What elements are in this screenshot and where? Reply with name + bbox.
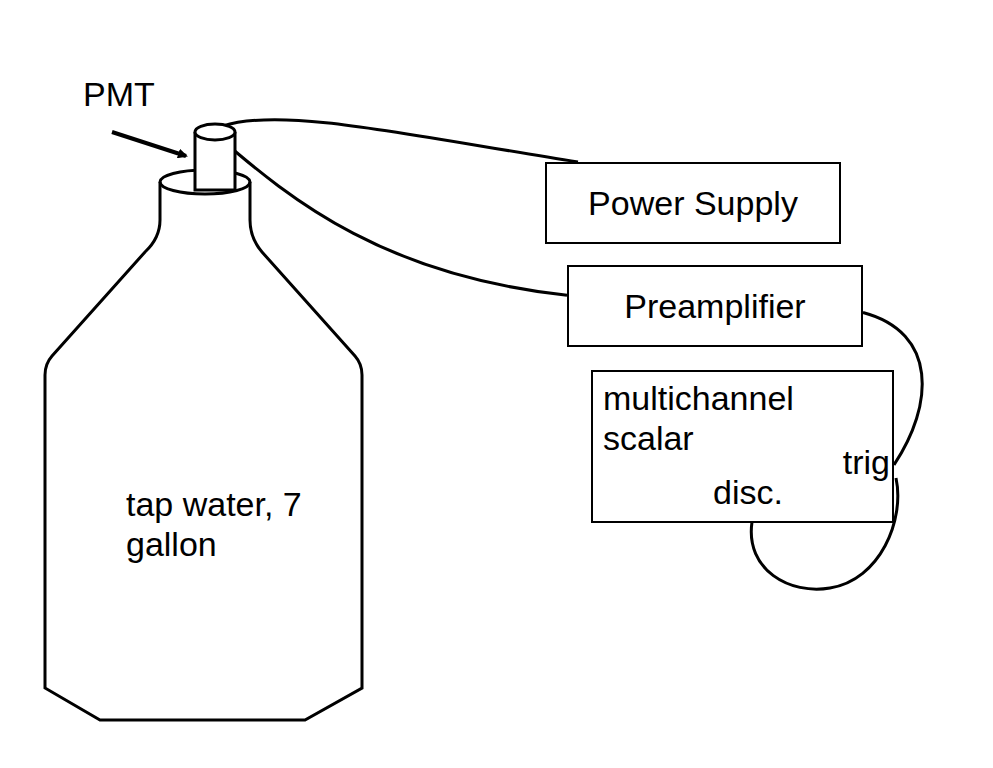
bottle-outline <box>40 160 370 730</box>
pmt-cylinder <box>193 122 237 194</box>
node-label: trig <box>843 442 890 482</box>
node-label: tap water, 7 gallon <box>126 484 346 564</box>
scalar-box: multichannel scalartrig disc. <box>591 370 894 523</box>
cable-wire <box>223 120 578 162</box>
pmt-leader-arrow <box>112 132 186 156</box>
node-label: multichannel scalar <box>603 378 843 458</box>
node-label: Power Supply <box>588 183 798 223</box>
bottle-outline <box>45 182 362 720</box>
pmt-top <box>195 124 235 140</box>
pmt-tube: PMT <box>193 122 237 194</box>
power-supply-box: Power Supply <box>545 162 841 244</box>
node-label: PMT <box>83 74 155 114</box>
node-label: Preamplifier <box>624 286 805 326</box>
cable-wire <box>215 134 567 295</box>
water-bottle: tap water, 7 gallon <box>40 160 370 730</box>
node-label: disc. <box>713 472 783 512</box>
preamplifier-box: Preamplifier <box>567 265 863 347</box>
